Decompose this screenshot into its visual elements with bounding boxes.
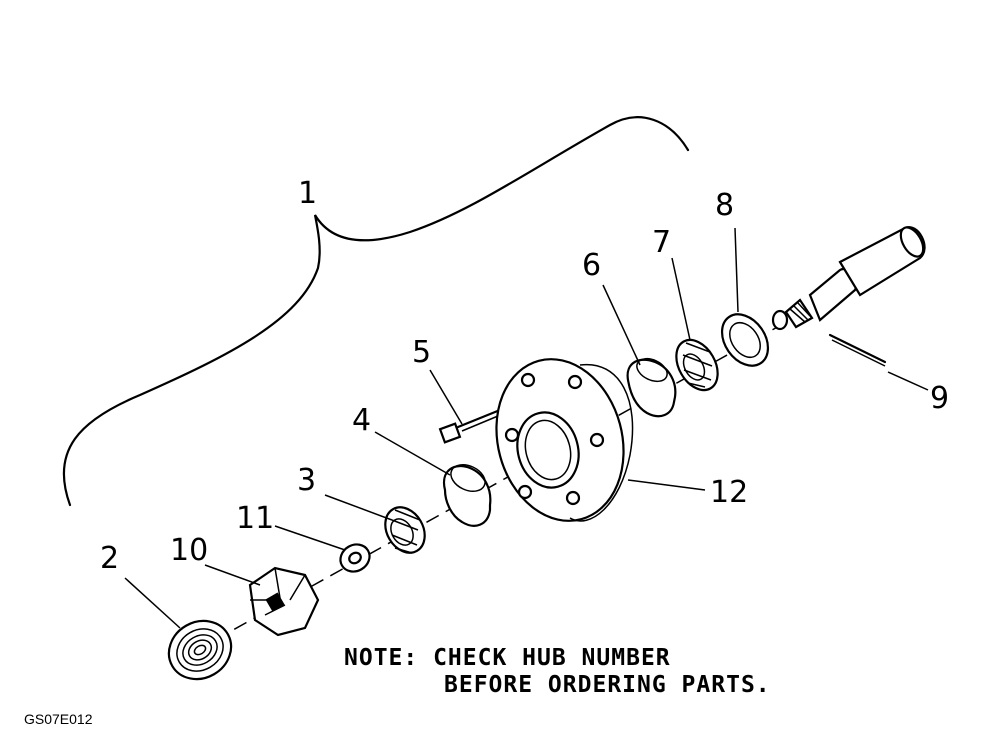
callout-8: 8 — [715, 188, 734, 223]
hub — [495, 358, 634, 522]
note-line-2: BEFORE ORDERING PARTS. — [444, 672, 771, 698]
callout-9: 9 — [930, 381, 949, 416]
outer-bearing-cone — [384, 506, 426, 554]
assembly-bracket — [62, 116, 690, 507]
inner-bearing-cup — [626, 357, 677, 418]
figure-code: GS07E012 — [24, 711, 93, 727]
inner-bearing-cone — [675, 338, 719, 392]
callout-12: 12 — [710, 475, 748, 510]
callout-11: 11 — [236, 501, 274, 536]
callout-7: 7 — [652, 225, 671, 260]
callout-1: 1 — [298, 176, 317, 211]
castle-nut — [248, 566, 320, 637]
washer — [339, 543, 371, 573]
callout-4: 4 — [352, 403, 371, 438]
callout-10: 10 — [170, 533, 208, 568]
cotter-pin — [828, 333, 887, 367]
callout-3: 3 — [297, 463, 316, 498]
grease-seal — [720, 313, 770, 367]
callout-6: 6 — [582, 248, 601, 283]
callout-2: 2 — [100, 541, 119, 576]
outer-bearing-cup — [442, 463, 492, 527]
spindle — [771, 226, 926, 331]
dust-cap — [167, 619, 233, 681]
leader-lines — [124, 227, 929, 629]
callout-5: 5 — [412, 335, 431, 370]
note-line-1: NOTE: CHECK HUB NUMBER — [344, 645, 671, 671]
wheel-bolt — [438, 408, 502, 444]
